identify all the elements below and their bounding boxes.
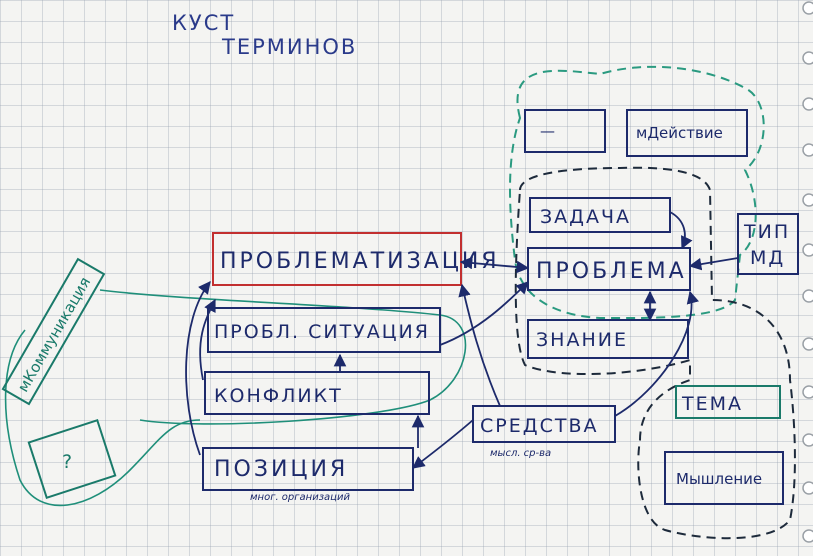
node-thinking: Мышление xyxy=(676,470,762,488)
node-position: ПОЗИЦИЯ xyxy=(214,457,348,482)
node-means: СРЕДСТВА xyxy=(480,415,598,437)
arrow-problematization-problem xyxy=(459,256,530,274)
node-task-box[interactable] xyxy=(529,197,671,233)
node-position-note: мног. организаций xyxy=(250,492,350,503)
green-link-loop xyxy=(4,329,201,507)
node-theme-box[interactable] xyxy=(675,385,781,419)
node-type-md-line2: МД xyxy=(750,247,785,269)
arrow-task-problem xyxy=(669,211,693,250)
arrow-situation-problem xyxy=(439,281,529,346)
node-problem: ПРОБЛЕМА xyxy=(536,259,687,284)
node-question-box[interactable] xyxy=(27,419,117,499)
arrow-position-problematization xyxy=(185,281,211,456)
node-probl-situation: ПРОБЛ. СИТУАЦИЯ xyxy=(214,321,430,343)
node-problematization: ПРОБЛЕМАТИЗАЦИЯ xyxy=(220,249,500,274)
arrow-means-problematization xyxy=(458,283,501,407)
node-conflict: КОНФЛИКТ xyxy=(214,385,343,407)
node-communication-group[interactable]: мКоммуникация xyxy=(1,257,106,406)
node-conflict-box[interactable] xyxy=(204,371,430,415)
node-means-box[interactable] xyxy=(472,405,616,443)
node-position-box[interactable] xyxy=(202,447,414,491)
dark-dashed-cloud xyxy=(514,166,796,540)
node-action-box[interactable] xyxy=(626,109,748,157)
arrow-means-problem xyxy=(614,290,699,417)
node-communication: мКоммуникация xyxy=(14,274,94,395)
node-type-md-line1: ТИП xyxy=(743,221,790,243)
title-line-2: ТЕРМИНОВ xyxy=(221,35,357,59)
title-line-1: КУСТ xyxy=(172,11,235,35)
empty-box[interactable] xyxy=(524,109,606,153)
node-knowledge: ЗНАНИЕ xyxy=(536,329,628,351)
node-theme: ТЕМА xyxy=(681,393,743,415)
arrow-conflict-problematization xyxy=(199,298,216,381)
node-question: ? xyxy=(62,451,74,473)
node-knowledge-box[interactable] xyxy=(527,319,689,359)
node-means-note: мысл. ср-ва xyxy=(490,448,551,459)
node-action: мДействие xyxy=(636,124,723,142)
binder-rings xyxy=(802,1,813,543)
node-probl-situation-box[interactable] xyxy=(207,307,441,353)
node-task: ЗАДАЧА xyxy=(540,206,631,228)
green-link-communication xyxy=(99,289,467,425)
arrow-typemd-problem xyxy=(688,257,739,271)
empty-box-mark: — xyxy=(540,122,555,140)
node-type-md-box[interactable] xyxy=(737,213,799,275)
node-thinking-box[interactable] xyxy=(664,451,784,505)
arrow-means-position xyxy=(411,419,474,469)
